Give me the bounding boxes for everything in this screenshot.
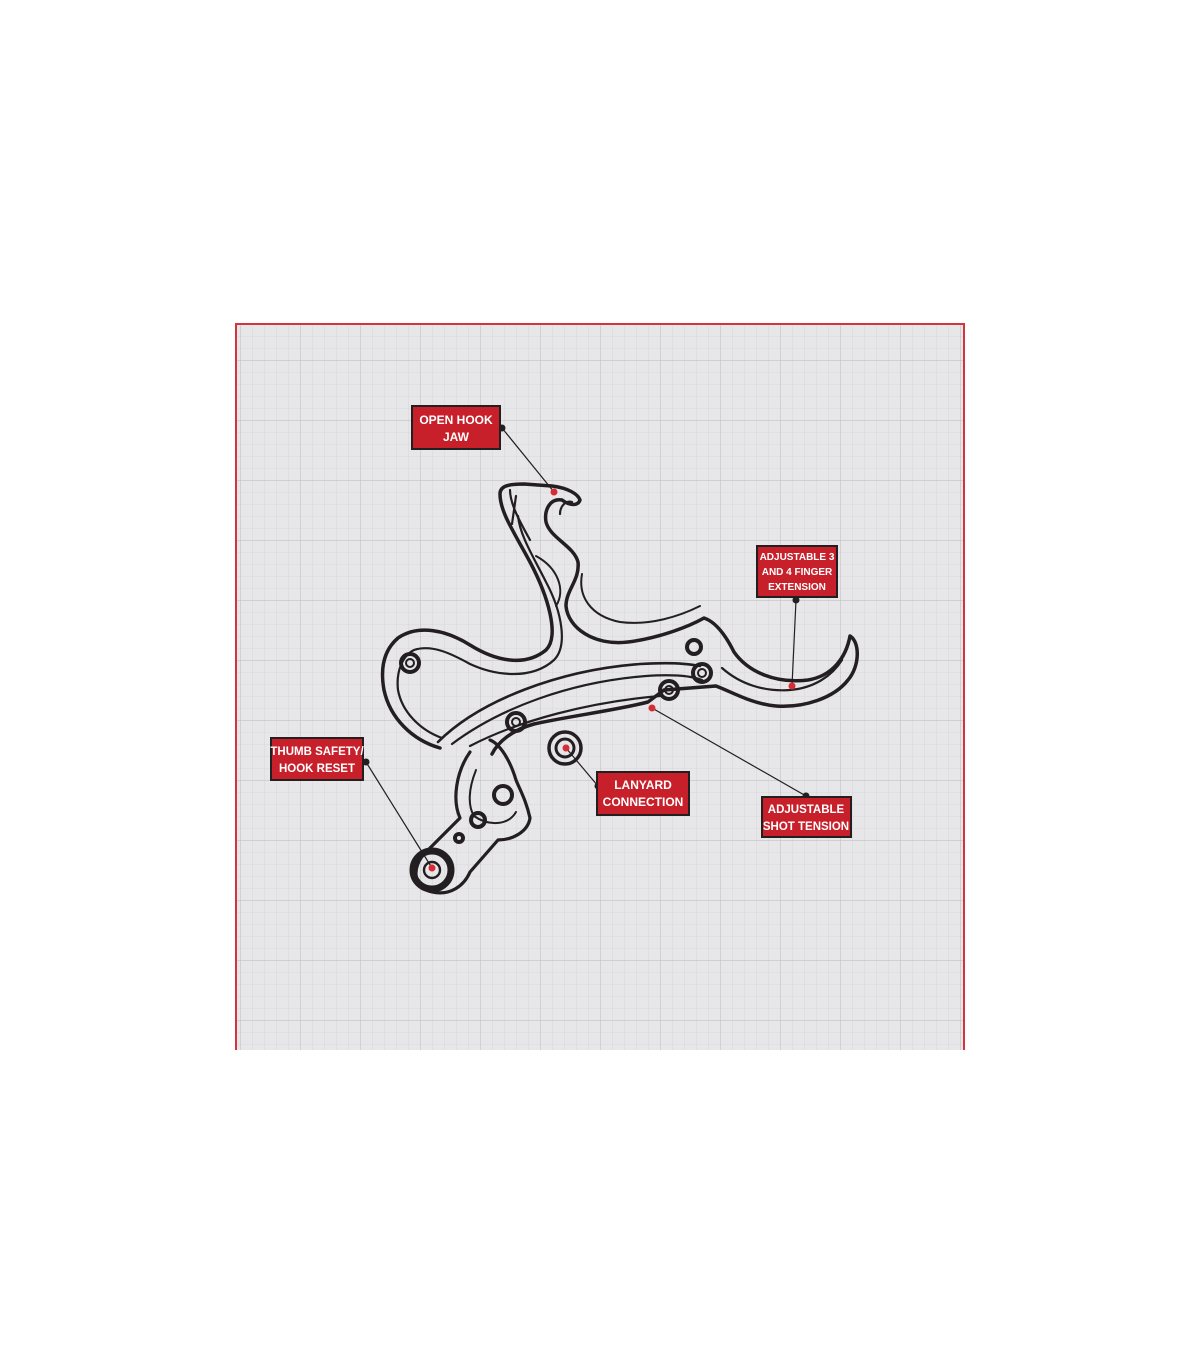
callout-lanyard-connection: LANYARD CONNECTION — [596, 771, 690, 816]
finger-extension-inner — [720, 658, 844, 692]
callout-open-hook-jaw-line2: JAW — [443, 430, 470, 444]
callout-shot-tension-line2: SHOT TENSION — [763, 821, 849, 833]
callout-finger-extension-line3: EXTENSION — [768, 582, 826, 593]
callout-lanyard-line1: LANYARD — [614, 778, 672, 792]
part-markers — [428, 488, 796, 872]
callout-finger-extension-line2: AND 4 FINGER — [762, 567, 833, 578]
callout-thumb-safety-line2: HOOK RESET — [279, 763, 355, 775]
callout-finger-extension: ADJUSTABLE 3 AND 4 FINGER EXTENSION — [756, 545, 838, 598]
callout-thumb-safety-line1: THUMB SAFETY/ — [270, 746, 364, 758]
callout-thumb-safety: THUMB SAFETY/ HOOK RESET — [270, 737, 364, 781]
screw-holes — [399, 638, 713, 844]
lanyard-post — [547, 730, 583, 766]
callout-shot-tension-line1: ADJUSTABLE — [768, 804, 845, 816]
callout-open-hook-jaw-line1: OPEN HOOK — [419, 413, 493, 427]
release-aid-outline — [380, 482, 859, 895]
sear-arc — [436, 661, 702, 744]
body-inner-contour — [396, 514, 563, 740]
hook-jaw-inner — [508, 488, 574, 542]
body-outer-contour — [380, 482, 859, 756]
thumb-safety-lever — [414, 738, 532, 895]
graph-paper-panel — [235, 323, 965, 1050]
callout-finger-extension-line1: ADJUSTABLE 3 — [760, 552, 835, 563]
callout-lanyard-line2: CONNECTION — [603, 795, 684, 809]
callout-shot-tension: ADJUSTABLE SHOT TENSION — [761, 796, 852, 838]
leader-lines — [365, 427, 807, 869]
callout-open-hook-jaw: OPEN HOOK JAW — [411, 405, 501, 450]
thumb-pad — [409, 847, 455, 893]
